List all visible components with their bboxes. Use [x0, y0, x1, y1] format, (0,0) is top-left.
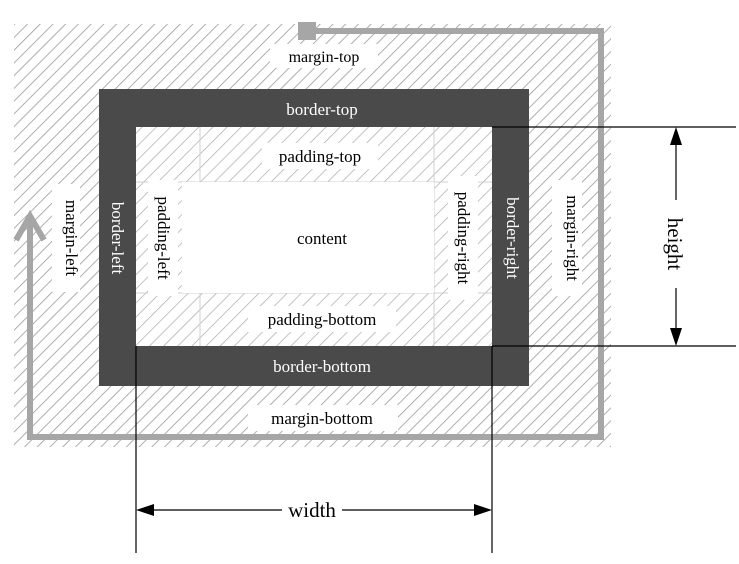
height-dimension	[670, 127, 682, 346]
padding-right-label: padding-right	[454, 192, 473, 285]
width-arrow-left	[136, 504, 154, 516]
padding-left-label-bg	[148, 180, 178, 296]
width-label: width	[288, 498, 336, 522]
width-arrow-right	[474, 504, 492, 516]
margin-left-label: margin-left	[62, 200, 81, 276]
padding-top-label-bg	[262, 143, 378, 169]
width-dimension	[136, 504, 492, 516]
border-top-label: border-top	[286, 100, 357, 119]
margin-right-label: margin-right	[563, 195, 582, 281]
dimension-lines	[135, 126, 736, 553]
border-right-label: border-right	[503, 197, 522, 279]
flow-arrow-head	[13, 210, 47, 242]
flow-arrow-path	[27, 28, 604, 440]
border-left-label: border-left	[108, 202, 127, 275]
margin-top-label: margin-top	[289, 49, 360, 66]
margin-bottom-label: margin-bottom	[271, 409, 373, 428]
margin-bottom-label-bg	[248, 405, 398, 431]
padding-bottom-label: padding-bottom	[268, 310, 377, 329]
border-bottom-label: border-bottom	[273, 357, 371, 376]
padding-bottom-label-bg	[248, 306, 396, 332]
height-arrow-bottom	[670, 328, 682, 346]
margin-right-label-bg	[552, 180, 582, 296]
flow-start-marker	[298, 22, 316, 40]
margin-top-label-bg	[270, 44, 378, 68]
margin-left-label-bg	[52, 184, 80, 292]
height-label: height	[663, 218, 687, 271]
padding-top-label: padding-top	[279, 147, 361, 166]
content-label: content	[297, 229, 347, 248]
padding-left-label: padding-left	[154, 196, 173, 279]
content-area	[182, 182, 434, 293]
height-arrow-top	[670, 127, 682, 145]
padding-right-label-bg	[448, 176, 478, 300]
